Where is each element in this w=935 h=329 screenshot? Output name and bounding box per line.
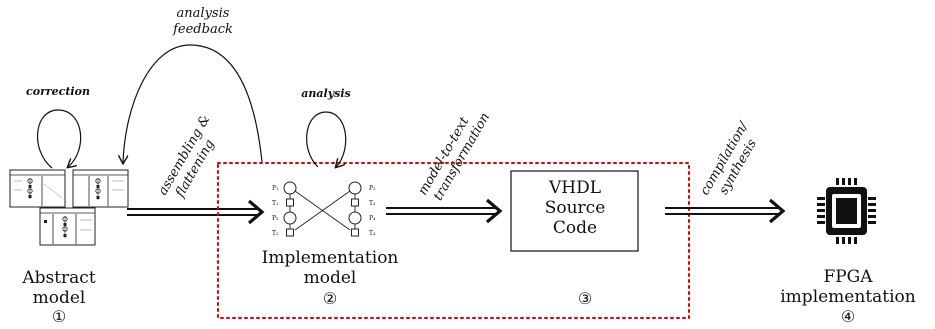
assembling-arrow	[127, 199, 265, 225]
vhdl-box-line3: Code	[553, 218, 597, 238]
place-p2	[283, 211, 297, 225]
fpga-number: ④	[841, 307, 855, 326]
transition-t3	[351, 198, 359, 207]
analysis-label: analysis	[301, 87, 350, 100]
model-to-text-arrow	[386, 198, 503, 224]
place-label-p4: P₄	[369, 215, 376, 222]
compilation-label: compilation/ synthesis	[697, 118, 760, 198]
chip-icon	[817, 178, 876, 244]
transition-label-t1: T₁	[272, 200, 278, 207]
vhdl-source-box	[510, 170, 639, 252]
place-label-p2: P₂	[272, 215, 279, 222]
implementation-model-number: ②	[323, 289, 337, 308]
implementation-model-label-line1: Implementation	[262, 248, 399, 268]
fpga-label-line2: implementation	[780, 287, 916, 307]
correction-label: correction	[26, 85, 90, 98]
fpga-label-line1: FPGA	[823, 267, 873, 287]
abstract-model-label-line1: Abstract	[21, 268, 95, 288]
transition-label-t4: T₄	[369, 230, 376, 237]
analysis-loop-arrow	[306, 111, 347, 167]
place-label-p3: P₃	[369, 185, 376, 192]
place-p4	[348, 211, 362, 225]
abstract-model-icon	[9, 169, 129, 246]
petri-net-icon: P₁ T₁ P₂ T₂ P₃ T₃ P₄ T₄	[272, 181, 376, 237]
transition-t2	[286, 228, 294, 237]
vhdl-box-line2: Source	[545, 198, 606, 218]
analysis-feedback-arrow	[123, 44, 263, 163]
transition-label-t2: T₂	[272, 230, 279, 237]
implementation-scope-box	[217, 162, 690, 319]
feedback-label-line2: feedback	[172, 22, 233, 37]
abstract-model-label-line2: model	[33, 288, 86, 308]
feedback-label-line1: analysis	[177, 6, 230, 21]
compilation-arrow	[665, 198, 786, 224]
transition-label-t3: T₃	[369, 200, 376, 207]
model-window-1	[9, 169, 66, 208]
transition-t1	[286, 198, 294, 207]
assembling-label: assembling & flattening	[155, 112, 217, 200]
transition-t4	[351, 228, 359, 237]
model-window-2	[72, 169, 129, 208]
vhdl-box-line1: VHDL	[548, 178, 601, 198]
implementation-model-label-line2: model	[304, 268, 357, 288]
vhdl-number: ③	[578, 289, 592, 308]
place-label-p1: P₁	[272, 185, 278, 192]
model-to-text-label: model-to-text transformation	[415, 110, 493, 203]
model-window-3	[39, 207, 96, 246]
correction-loop-arrow	[37, 109, 82, 168]
place-p3	[348, 181, 362, 195]
place-p1	[283, 181, 297, 195]
abstract-model-number: ①	[52, 307, 66, 326]
